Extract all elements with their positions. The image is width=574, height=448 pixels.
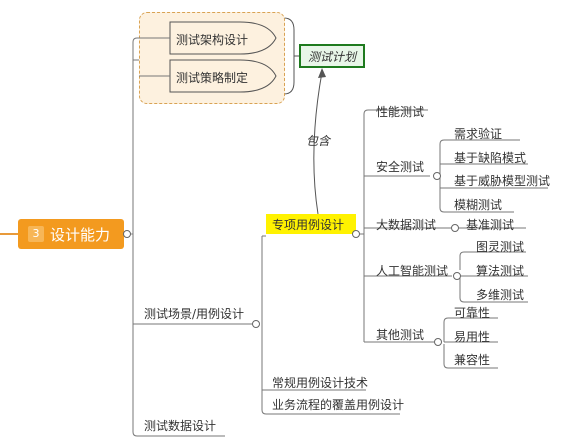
security-node[interactable]: 安全测试 — [376, 160, 425, 174]
arch-design-node[interactable]: 测试架构设计 — [176, 33, 249, 47]
ai-collapse-icon[interactable] — [453, 272, 461, 280]
root-label: 设计能力 — [50, 225, 111, 244]
security-item[interactable]: 模糊测试 — [454, 198, 503, 212]
special-node[interactable]: 专项用例设计 — [272, 218, 345, 232]
security-item[interactable]: 基于威胁模型测试 — [454, 174, 551, 188]
security-item[interactable]: 需求验证 — [454, 127, 503, 141]
bigdata-collapse-icon[interactable] — [451, 224, 459, 232]
other-item[interactable]: 兼容性 — [454, 353, 491, 367]
contains-label: 包含 — [306, 134, 331, 148]
bigdata-item[interactable]: 基准测试 — [466, 218, 515, 232]
root-number-badge: 3 — [28, 226, 44, 242]
scenario-node[interactable]: 测试场景/用例设计 — [144, 307, 245, 321]
ai-item[interactable]: 算法测试 — [476, 264, 525, 278]
security-collapse-icon[interactable] — [433, 172, 441, 180]
normal-design-node[interactable]: 常规用例设计技术 — [272, 376, 369, 390]
ai-node[interactable]: 人工智能测试 — [376, 264, 449, 278]
other-node[interactable]: 其他测试 — [376, 328, 425, 342]
root-node[interactable]: 3 设计能力 — [18, 219, 124, 249]
special-highlight — [266, 214, 356, 234]
ai-item[interactable]: 图灵测试 — [476, 240, 525, 254]
root-collapse-icon[interactable] — [123, 230, 131, 238]
performance-node[interactable]: 性能测试 — [376, 105, 425, 119]
other-item[interactable]: 可靠性 — [454, 306, 491, 320]
security-item[interactable]: 基于缺陷模式 — [454, 151, 527, 165]
strategy-group-shapes — [139, 21, 277, 93]
other-collapse-icon[interactable] — [434, 338, 442, 346]
bigdata-node[interactable]: 大数据测试 — [376, 218, 437, 232]
scenario-collapse-icon[interactable] — [252, 320, 260, 328]
other-item[interactable]: 易用性 — [454, 330, 491, 344]
test-plan-node[interactable]: 测试计划 — [299, 44, 365, 68]
business-flow-node[interactable]: 业务流程的覆盖用例设计 — [272, 398, 405, 412]
test-data-node[interactable]: 测试数据设计 — [144, 419, 217, 433]
special-collapse-icon[interactable] — [352, 230, 360, 238]
ai-item[interactable]: 多维测试 — [476, 288, 525, 302]
strategy-node[interactable]: 测试策略制定 — [176, 71, 249, 85]
